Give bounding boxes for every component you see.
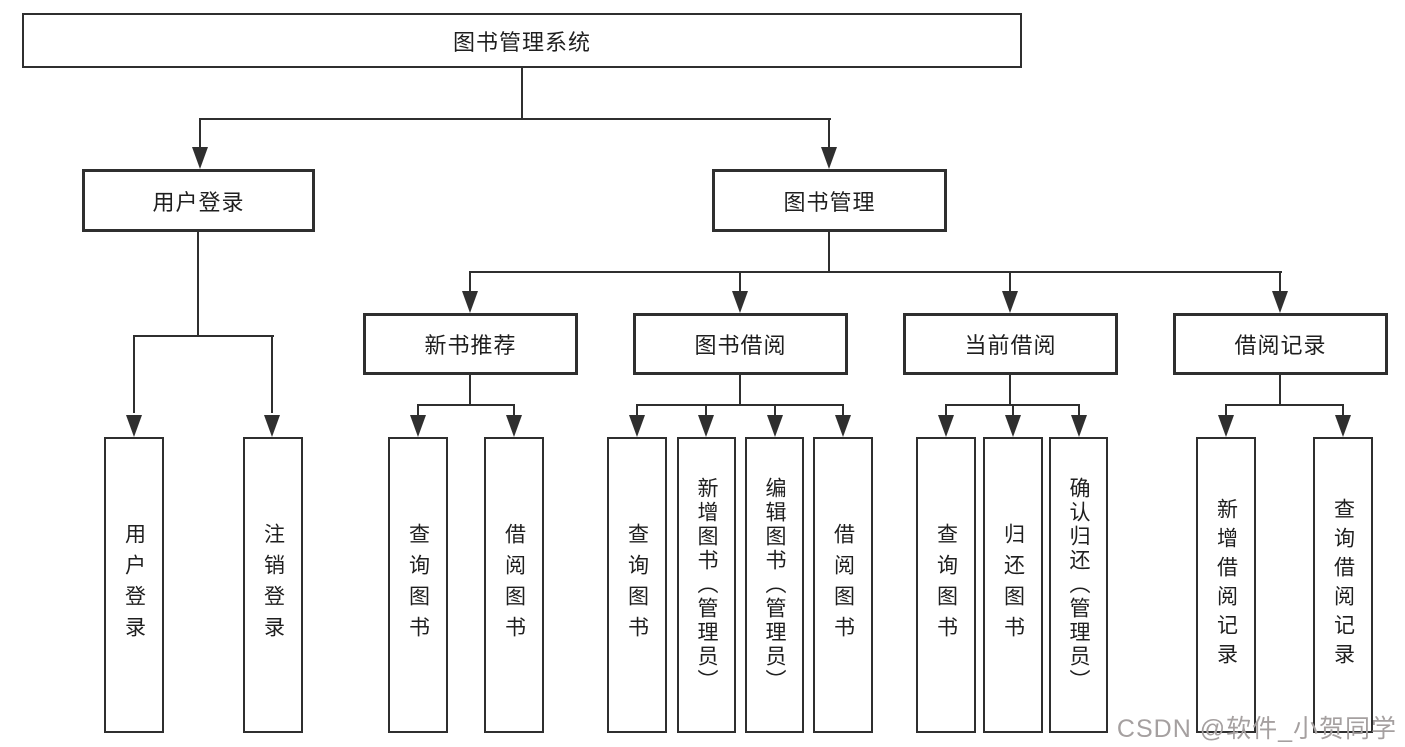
arrow-down-icon [938, 415, 954, 437]
arrow-down-icon [821, 147, 837, 169]
arrow-down-icon [506, 415, 522, 437]
arrow-down-icon [462, 291, 478, 313]
csdn-watermark: CSDN @软件_小贺同学 [1116, 715, 1397, 743]
arrow-down-icon [126, 415, 142, 437]
node-book-management: 图书管理 [712, 169, 947, 232]
leaf-confirm-return-admin: 确认归还（管理员） [1049, 437, 1108, 733]
arrow-down-icon [192, 147, 208, 169]
arrow-down-icon [629, 415, 645, 437]
node-label: 用户登录 [122, 523, 146, 647]
node-label: 查询借阅记录 [1331, 498, 1355, 672]
connector-line [945, 404, 947, 420]
connector-line [133, 335, 274, 337]
connector-line [1279, 271, 1281, 295]
arrow-down-icon [1335, 415, 1351, 437]
connector-line [271, 335, 273, 413]
node-label: 查询图书 [625, 523, 649, 647]
connector-line [197, 232, 199, 337]
connector-line [469, 375, 471, 406]
connector-line [739, 271, 741, 295]
node-label: 图书借阅 [694, 333, 787, 358]
node-label: 查询图书 [934, 523, 958, 647]
connector-line [513, 404, 515, 420]
connector-line [199, 118, 831, 120]
connector-line [417, 404, 515, 406]
leaf-user-login: 用户登录 [104, 437, 164, 733]
leaf-borrow-books: 借阅图书 [813, 437, 873, 733]
node-book-borrowing: 图书借阅 [633, 313, 848, 375]
leaf-add-books-admin: 新增图书（管理员） [677, 437, 736, 733]
connector-line [1342, 404, 1344, 420]
arrow-down-icon [1272, 291, 1288, 313]
leaf-return-books: 归还图书 [983, 437, 1043, 733]
node-label: 确认归还（管理员） [1067, 477, 1090, 693]
connector-line [842, 404, 844, 420]
leaf-add-borrow-record: 新增借阅记录 [1196, 437, 1256, 733]
leaf-query-books-recommend: 查询图书 [388, 437, 448, 733]
leaf-borrow-books-recommend: 借阅图书 [484, 437, 544, 733]
connector-line [705, 404, 707, 420]
node-label: 借阅记录 [1234, 333, 1327, 358]
connector-line [1012, 404, 1014, 420]
node-label: 新书推荐 [424, 333, 517, 358]
connector-line [774, 404, 776, 420]
connector-line [1009, 271, 1011, 295]
node-label: 注销登录 [261, 523, 285, 647]
node-current-borrowing: 当前借阅 [903, 313, 1118, 375]
connector-line [1009, 375, 1011, 406]
node-new-book-recommend: 新书推荐 [363, 313, 578, 375]
node-label: 当前借阅 [964, 333, 1057, 358]
connector-line [417, 404, 419, 420]
connector-line [636, 404, 844, 406]
arrow-down-icon [1071, 415, 1087, 437]
arrow-down-icon [835, 415, 851, 437]
node-library-management-system: 图书管理系统 [22, 13, 1022, 68]
node-label: 借阅图书 [502, 523, 526, 647]
leaf-query-books: 查询图书 [607, 437, 667, 733]
connector-line [828, 118, 830, 154]
arrow-down-icon [1005, 415, 1021, 437]
node-label: 图书管理系统 [452, 29, 591, 55]
connector-line [469, 271, 471, 295]
connector-line [133, 335, 135, 413]
leaf-edit-books-admin: 编辑图书（管理员） [745, 437, 804, 733]
connector-line [636, 404, 638, 420]
node-label: 编辑图书（管理员） [763, 477, 786, 693]
connector-line [199, 118, 201, 154]
arrow-down-icon [1218, 415, 1234, 437]
leaf-logout: 注销登录 [243, 437, 303, 733]
node-label: 归还图书 [1001, 523, 1025, 647]
node-label: 查询图书 [406, 523, 430, 647]
connector-line [1078, 404, 1080, 420]
arrow-down-icon [732, 291, 748, 313]
node-label: 用户登录 [152, 189, 245, 215]
node-label: 新增图书（管理员） [695, 477, 718, 693]
node-label: 借阅图书 [831, 523, 855, 647]
leaf-query-borrow-record: 查询借阅记录 [1313, 437, 1373, 733]
node-label: 图书管理 [783, 189, 876, 215]
node-user-login: 用户登录 [82, 169, 315, 232]
arrow-down-icon [698, 415, 714, 437]
arrow-down-icon [767, 415, 783, 437]
connector-line [1225, 404, 1227, 420]
connector-line [1225, 404, 1344, 406]
connector-line [469, 271, 1282, 273]
arrow-down-icon [1002, 291, 1018, 313]
connector-line [1279, 375, 1281, 406]
arrow-down-icon [264, 415, 280, 437]
node-label: 新增借阅记录 [1214, 498, 1238, 672]
arrow-down-icon [410, 415, 426, 437]
connector-line [828, 232, 830, 273]
connector-line [739, 375, 741, 406]
connector-line [521, 68, 523, 120]
leaf-query-books-current: 查询图书 [916, 437, 976, 733]
node-borrowing-records: 借阅记录 [1173, 313, 1388, 375]
